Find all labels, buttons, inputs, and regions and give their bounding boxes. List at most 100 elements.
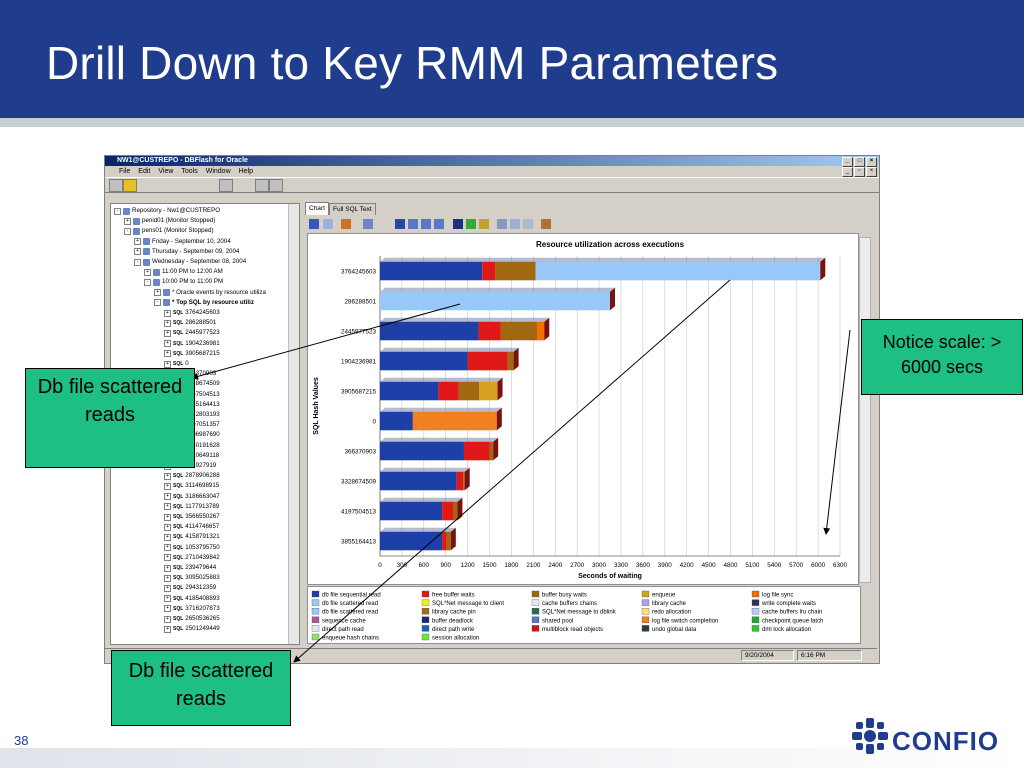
menu-view[interactable]: View [158, 168, 174, 175]
view-three-icon[interactable] [421, 219, 431, 229]
view-one-icon[interactable] [395, 219, 405, 229]
minimize-button[interactable]: _ [842, 157, 853, 167]
color-icon[interactable] [363, 219, 373, 229]
tree-item[interactable]: +Thursday - September 09, 2004 [134, 247, 239, 257]
collapse-icon[interactable]: - [144, 278, 151, 286]
tree-item[interactable]: +* Oracle events by resource utiliza [154, 288, 266, 298]
collapse-icon[interactable]: - [154, 299, 161, 307]
zoom-icon[interactable] [497, 219, 507, 229]
tree-item[interactable]: -Repository - Nw1@CUSTREPO [114, 206, 220, 216]
child-minimize-button[interactable]: _ [842, 167, 853, 177]
chart-type-icon[interactable] [341, 219, 351, 229]
save-icon[interactable] [309, 219, 319, 229]
expand-icon[interactable]: + [164, 493, 171, 501]
menu-window[interactable]: Window [205, 168, 231, 175]
tree-item[interactable]: -* Top SQL by resource utiliz [154, 298, 254, 308]
collapse-icon[interactable]: - [124, 227, 131, 235]
expand-icon[interactable]: + [134, 248, 141, 256]
expand-icon[interactable]: + [164, 605, 171, 613]
tab-chart[interactable]: Chart [305, 202, 329, 215]
expand-icon[interactable]: + [164, 329, 171, 337]
child-restore-button[interactable]: ▫ [854, 167, 865, 177]
expand-icon[interactable]: + [164, 503, 171, 511]
expand-icon[interactable]: + [154, 289, 161, 297]
tree-item[interactable]: +penid01 (Monitor Stopped) [124, 216, 215, 226]
expand-icon[interactable]: + [164, 513, 171, 521]
menu-tools[interactable]: Tools [181, 168, 198, 175]
expand-icon[interactable]: + [164, 584, 171, 592]
expand-icon[interactable]: + [164, 523, 171, 531]
copy-icon[interactable] [323, 219, 333, 229]
expand-icon[interactable]: + [164, 309, 171, 317]
maximize-button[interactable]: □ [854, 157, 865, 167]
expand-icon[interactable]: + [164, 615, 171, 623]
palette-icon[interactable] [453, 219, 463, 229]
add-icon[interactable] [466, 219, 476, 229]
expand-icon[interactable]: + [164, 319, 171, 327]
layout-icon[interactable] [255, 179, 269, 192]
expand-icon[interactable]: + [164, 544, 171, 552]
menu-help[interactable]: Help [238, 168, 254, 175]
menu-file[interactable]: File [119, 168, 131, 175]
collapse-icon[interactable]: - [134, 258, 141, 266]
tree-item[interactable]: -10:00 PM to 11:00 PM [144, 277, 223, 287]
expand-icon[interactable]: + [164, 554, 171, 562]
expand-icon[interactable]: + [134, 238, 141, 246]
tree-item[interactable]: +11:00 PM to 12:00 AM [144, 267, 223, 277]
expand-icon[interactable]: + [164, 360, 171, 368]
print-icon[interactable] [510, 219, 520, 229]
export-icon[interactable] [523, 219, 533, 229]
grid-icon[interactable] [434, 219, 444, 229]
view-two-icon[interactable] [408, 219, 418, 229]
alert-icon[interactable] [123, 179, 137, 192]
tools-icon[interactable] [541, 219, 551, 229]
menu-edit[interactable]: Edit [138, 168, 151, 175]
expand-icon[interactable]: + [164, 625, 171, 633]
expand-icon[interactable]: + [124, 217, 131, 225]
tab-full-sql-text[interactable]: Full SQL Text [329, 203, 376, 215]
expand-icon[interactable]: + [144, 268, 151, 276]
expand-icon[interactable]: + [164, 574, 171, 582]
child-close-button[interactable]: × [866, 167, 877, 177]
expand-icon[interactable]: + [164, 482, 171, 490]
expand-icon[interactable]: + [164, 564, 171, 572]
arrow-icon[interactable] [269, 179, 283, 192]
repository-icon[interactable] [109, 179, 123, 192]
expand-icon[interactable]: + [164, 533, 171, 541]
tree-item[interactable]: -pens01 (Monitor Stopped) [124, 226, 214, 236]
expand-icon[interactable]: + [164, 340, 171, 348]
chart-scrollbar[interactable] [859, 237, 871, 583]
expand-icon[interactable]: + [164, 595, 171, 603]
refresh-icon[interactable] [219, 179, 233, 192]
tree-item[interactable]: -Wednesday - September 08, 2004 [134, 257, 246, 267]
wizard-icon[interactable] [479, 219, 489, 229]
tree-item[interactable]: +Friday - September 10, 2004 [134, 237, 231, 247]
tree-scrollbar[interactable] [288, 204, 299, 644]
collapse-icon[interactable]: - [114, 207, 121, 215]
expand-icon[interactable]: + [164, 472, 171, 480]
close-button[interactable]: × [866, 157, 877, 167]
expand-icon[interactable]: + [164, 350, 171, 358]
